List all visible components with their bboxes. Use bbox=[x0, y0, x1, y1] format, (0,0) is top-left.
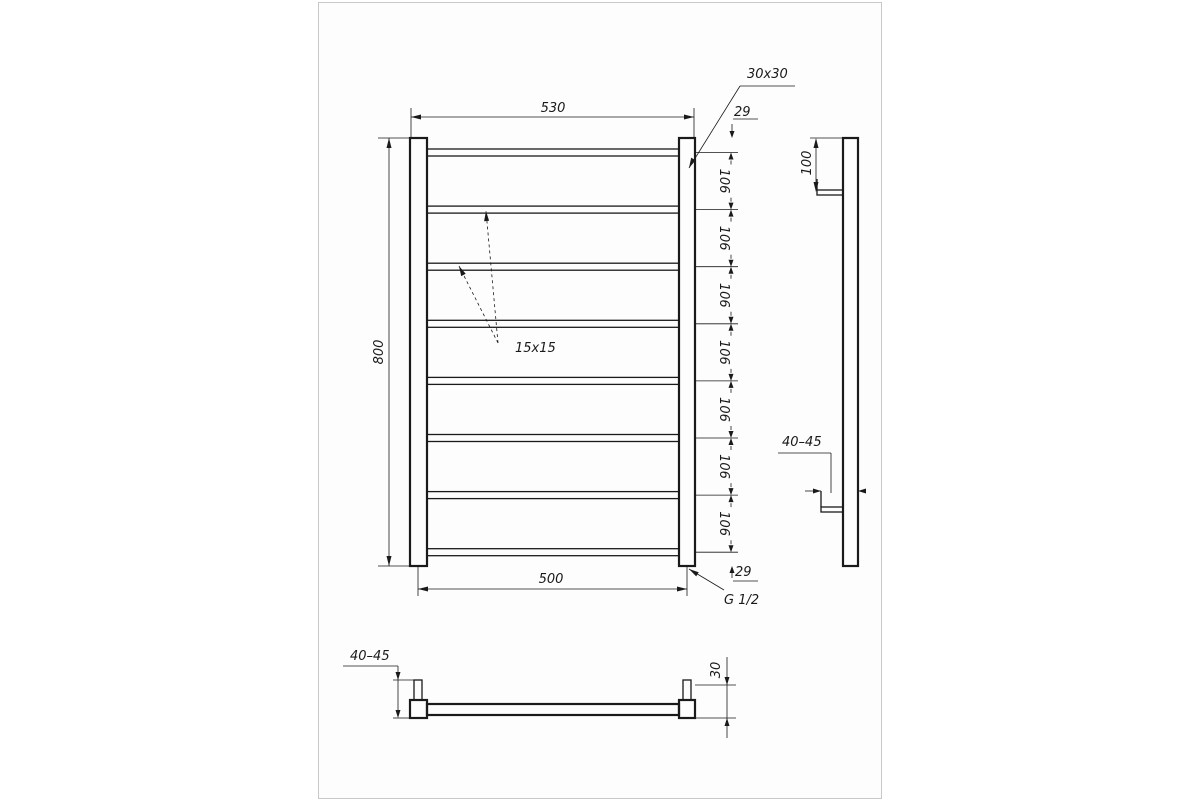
top-wall-distance-dimension: 40–45 bbox=[343, 649, 414, 719]
inner-width-dimension: 500 bbox=[417, 567, 688, 596]
dim-post-section: 30x30 bbox=[747, 67, 788, 82]
rung bbox=[426, 376, 680, 386]
rung bbox=[426, 548, 680, 557]
rungs bbox=[426, 148, 680, 557]
rung bbox=[426, 490, 680, 500]
rung bbox=[426, 262, 680, 271]
front-view: 530 500 800 30x30 bbox=[372, 67, 795, 608]
dim-side-wall-distance: 40–45 bbox=[782, 435, 822, 450]
dim-side-top-bracket: 100 bbox=[800, 151, 815, 176]
dim-top-post-depth: 30 bbox=[709, 662, 724, 679]
top-post-depth-dimension: 30 bbox=[695, 657, 736, 738]
rung bbox=[426, 433, 680, 443]
dim-rung-pitch: 106 bbox=[716, 397, 731, 422]
left-post bbox=[408, 136, 429, 568]
dim-connection-thread: G 1/2 bbox=[724, 593, 759, 608]
dim-rung-pitch: 106 bbox=[716, 511, 731, 536]
overall-height-dimension: 800 bbox=[372, 137, 409, 567]
dim-rung-pitch: 106 bbox=[716, 169, 731, 194]
dim-inner-width: 500 bbox=[539, 572, 564, 587]
overall-width-dimension: 530 bbox=[410, 101, 695, 137]
top-left-stub bbox=[413, 679, 423, 701]
side-wall-distance-dimension: 40–45 bbox=[778, 435, 866, 494]
top-right-stub bbox=[682, 679, 692, 701]
rung bbox=[426, 319, 680, 328]
side-post bbox=[841, 136, 860, 568]
bottom-offset-dimension: 29 bbox=[729, 565, 758, 582]
top-offset-dimension: 29 bbox=[729, 105, 758, 138]
post-section-leader: 30x30 bbox=[688, 67, 795, 169]
paper-sheet bbox=[318, 2, 882, 799]
dim-bottom-offset: 29 bbox=[735, 565, 752, 580]
side-top-bracket-dimension: 100 bbox=[800, 137, 842, 192]
dim-overall-width: 530 bbox=[541, 101, 566, 116]
dim-rung-pitch: 106 bbox=[716, 454, 731, 479]
rung bbox=[426, 148, 680, 157]
dim-overall-height: 800 bbox=[372, 340, 387, 365]
dim-rung-pitch: 106 bbox=[716, 340, 731, 365]
dim-rung-section: 15x15 bbox=[515, 341, 556, 356]
thread-leader: G 1/2 bbox=[688, 568, 759, 608]
rung-section-leaders: 15x15 bbox=[458, 210, 556, 356]
dim-top-wall-distance: 40–45 bbox=[350, 649, 390, 664]
top-view: 40–45 30 bbox=[343, 649, 736, 738]
rung-pitch-dimensions: 106 106 106 106 106 106 106 bbox=[695, 152, 738, 553]
dim-top-offset: 29 bbox=[734, 105, 751, 120]
side-top-bracket bbox=[816, 189, 844, 196]
dim-rung-pitch: 106 bbox=[716, 283, 731, 308]
side-view: 100 40–45 bbox=[778, 136, 866, 568]
dim-rung-pitch: 106 bbox=[716, 226, 731, 251]
right-post bbox=[677, 136, 697, 568]
rung bbox=[426, 205, 680, 214]
side-bottom-bracket bbox=[820, 506, 844, 513]
